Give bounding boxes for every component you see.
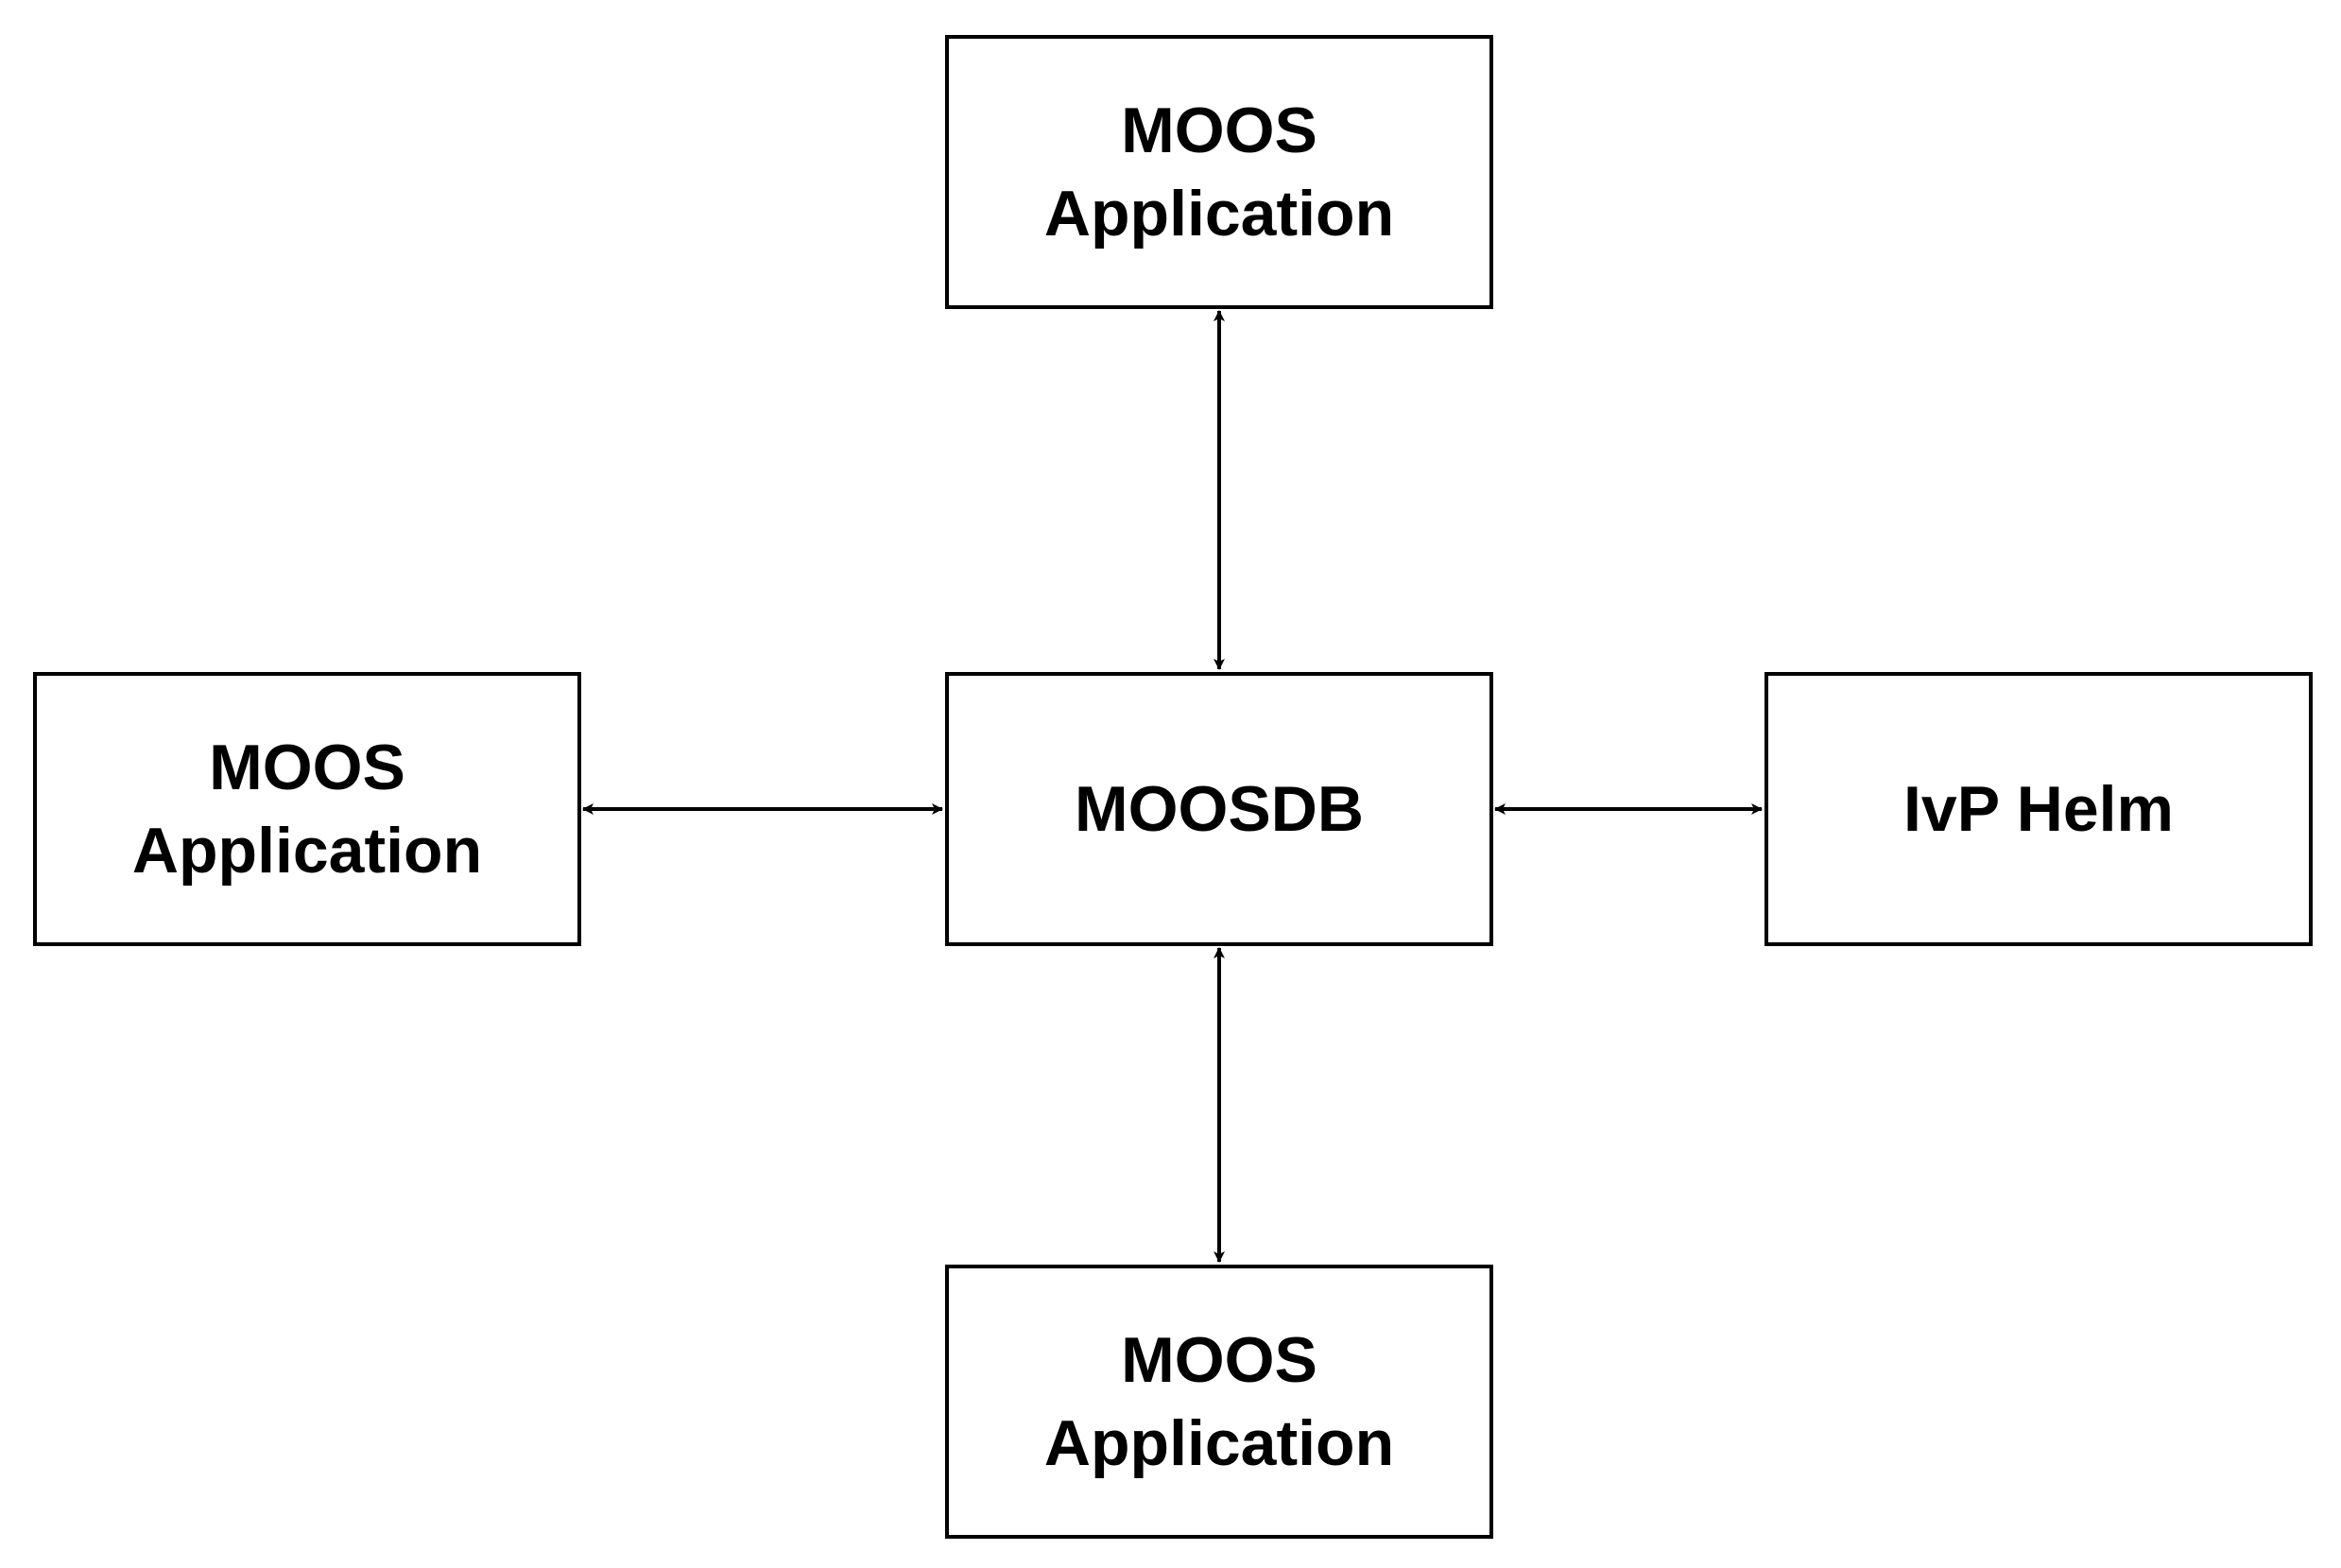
node-label-line2: Application	[1043, 178, 1395, 250]
node-label: IvP Helm	[1902, 773, 2174, 845]
moosdb-box: MOOSDB	[945, 672, 1493, 946]
node-label-line2: Application	[1043, 1407, 1395, 1479]
node-label-line1: MOOS	[1121, 95, 1317, 166]
ivp-helm-box: IvP Helm	[1764, 672, 2313, 946]
moos-application-bottom-box: MOOS Application	[945, 1265, 1493, 1539]
node-label-line1: MOOS	[1121, 1324, 1317, 1396]
node-label: MOOSDB	[1075, 773, 1364, 845]
moos-application-left-box: MOOS Application	[33, 672, 581, 946]
node-label-line1: MOOS	[209, 732, 405, 803]
node-label-line2: Application	[131, 815, 483, 887]
moos-application-top-box: MOOS Application	[945, 35, 1493, 309]
